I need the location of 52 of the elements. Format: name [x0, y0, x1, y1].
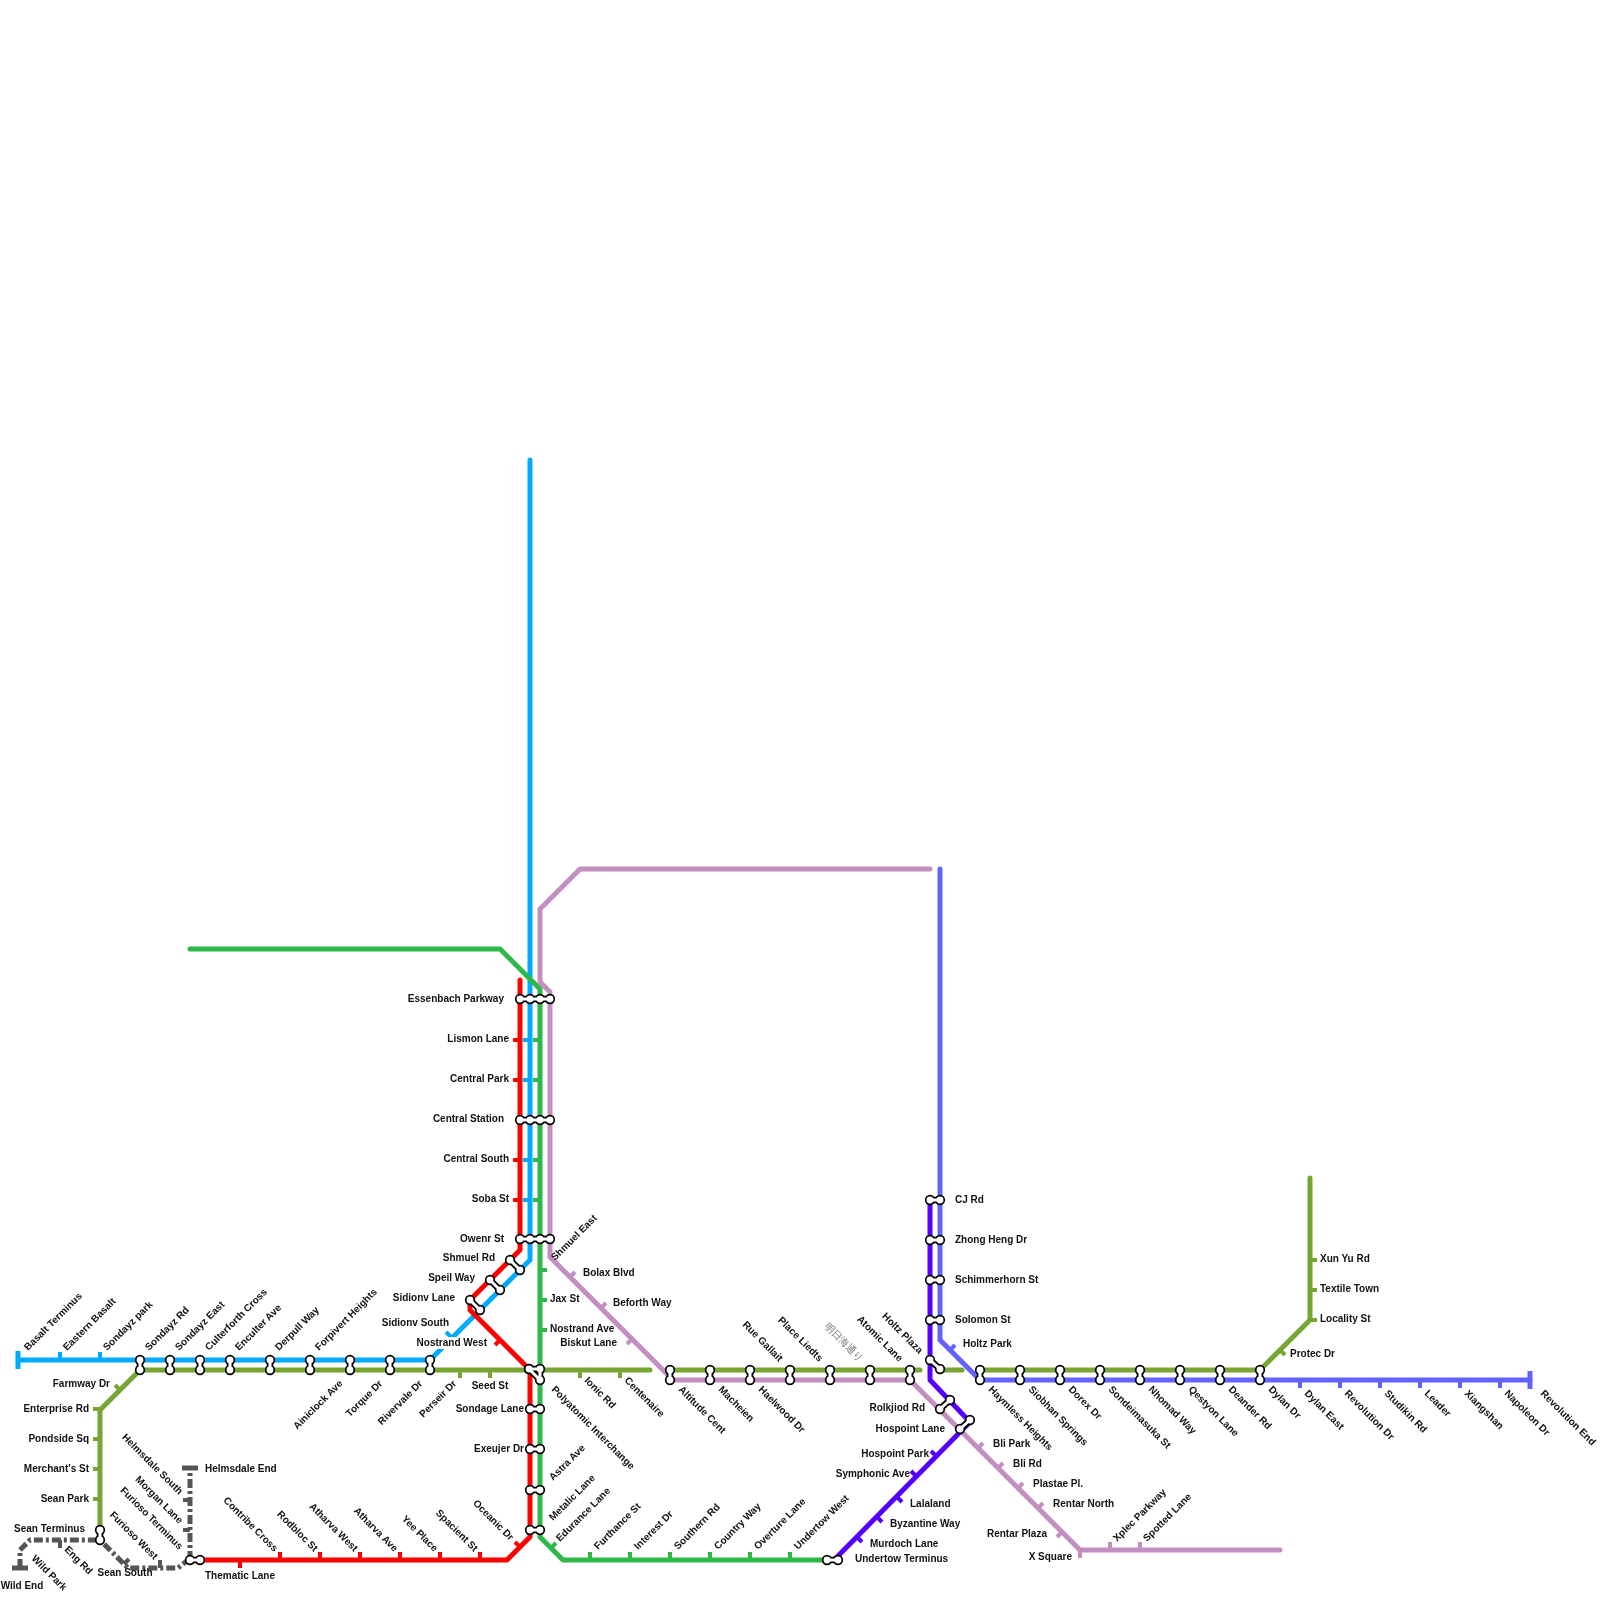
station-label: Speil Way	[428, 1272, 475, 1284]
station-label: Nostrand West	[416, 1337, 487, 1349]
station-label: Essenbach Parkway	[407, 993, 504, 1005]
station-label: Locality St	[1320, 1313, 1371, 1325]
station-label: Hospoint Park	[861, 1448, 929, 1460]
station-label: Central Station	[432, 1113, 504, 1125]
station-label: Rentar North	[1053, 1498, 1115, 1510]
station-label: Owenr St	[460, 1233, 504, 1245]
station-label: Jax St	[550, 1293, 580, 1305]
station-label: Undertow Terminus	[855, 1553, 949, 1565]
station-label: Sean Park	[40, 1493, 89, 1505]
station-label: Central Park	[450, 1073, 509, 1085]
station-label: Enterprise Rd	[23, 1403, 89, 1415]
station-label: Murdoch Lane	[870, 1538, 939, 1550]
station-label: Farmway Dr	[52, 1378, 110, 1390]
station-label: Exeujer Dr	[473, 1443, 524, 1455]
station-label: Beforth Way	[613, 1297, 672, 1309]
station-label: Protec Dr	[1290, 1348, 1335, 1360]
station-label: Sondage Lane	[455, 1403, 524, 1415]
station-label: Sean Terminus	[14, 1523, 85, 1535]
station-label: Plastae Pl.	[1033, 1478, 1084, 1490]
station-label: Bolax Blvd	[583, 1267, 635, 1279]
station-label: Solomon St	[955, 1314, 1011, 1326]
station-label: Helmsdale End	[205, 1463, 277, 1475]
station-label: Biskut Lane	[560, 1337, 617, 1349]
station-label: Central South	[443, 1153, 509, 1165]
station-label: Shmuel Rd	[442, 1252, 495, 1264]
station-label: Lismon Lane	[447, 1033, 509, 1045]
station-label: Rentar Plaza	[986, 1528, 1047, 1540]
station-label: Merchant's St	[23, 1463, 89, 1475]
station-label: CJ Rd	[955, 1194, 984, 1206]
station-label: Sean South	[97, 1567, 153, 1579]
station-label: Bli Rd	[1013, 1458, 1042, 1470]
station-label: Zhong Heng Dr	[955, 1234, 1028, 1246]
station-label: Sidionv Lane	[392, 1292, 455, 1304]
station-label: Xun Yu Rd	[1320, 1253, 1370, 1265]
station-label: Seed St	[471, 1380, 509, 1392]
station-label: Thematic Lane	[205, 1570, 275, 1582]
station-label: Hospoint Lane	[875, 1423, 945, 1435]
station-label: Byzantine Way	[890, 1518, 961, 1530]
station-label: Sidionv South	[381, 1317, 449, 1329]
station-label: Soba St	[471, 1193, 509, 1205]
station-label: Lalaland	[910, 1498, 951, 1510]
station-label: Symphonic Ave	[835, 1468, 910, 1480]
station-label: Pondside Sq	[28, 1433, 89, 1445]
station-label: Rolkjiod Rd	[869, 1402, 925, 1414]
station-label: Wild End	[0, 1580, 44, 1592]
station-label: Nostrand Ave	[550, 1323, 615, 1335]
station-label: Holtz Park	[963, 1338, 1012, 1350]
station-label: X Square	[1028, 1551, 1072, 1563]
station-label: Schimmerhorn St	[955, 1274, 1039, 1286]
station-label: Textile Town	[1320, 1283, 1380, 1295]
